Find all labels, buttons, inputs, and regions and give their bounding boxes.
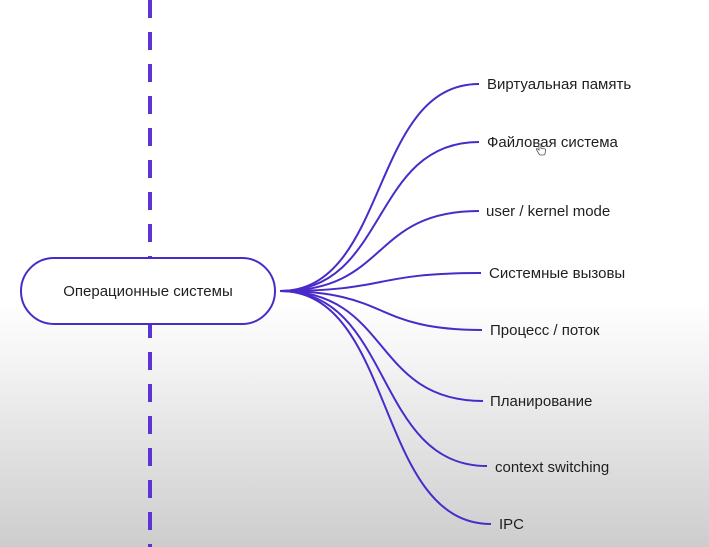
branch-label-scheduling[interactable]: Планирование: [490, 393, 593, 410]
root-node[interactable]: Операционные системы: [20, 257, 276, 325]
branch-connector-5: [279, 290, 484, 402]
branch-label-user-kernel-mode[interactable]: user / kernel mode: [486, 203, 611, 220]
pointer-hand-icon: [536, 143, 546, 156]
branch-connector-0: [279, 83, 480, 292]
branch-connector-2: [279, 210, 480, 292]
branch-label-ipc[interactable]: IPC: [499, 516, 525, 533]
branch-label-system-calls[interactable]: Системные вызовы: [489, 265, 626, 282]
branch-connector-7: [279, 290, 492, 525]
branch-connector-6: [279, 290, 488, 467]
branch-connector-4: [279, 290, 483, 331]
branch-label-process-thread[interactable]: Процесс / поток: [490, 322, 600, 339]
branch-label-virtual-memory[interactable]: Виртуальная память: [487, 76, 632, 93]
root-node-label: Операционные системы: [63, 282, 233, 300]
branch-label-context-switching[interactable]: context switching: [495, 459, 610, 476]
branch-connector-1: [279, 141, 480, 292]
branch-connectors: [279, 83, 492, 525]
branch-label-file-system[interactable]: Файловая система: [487, 134, 618, 151]
branch-connector-3: [279, 272, 482, 292]
